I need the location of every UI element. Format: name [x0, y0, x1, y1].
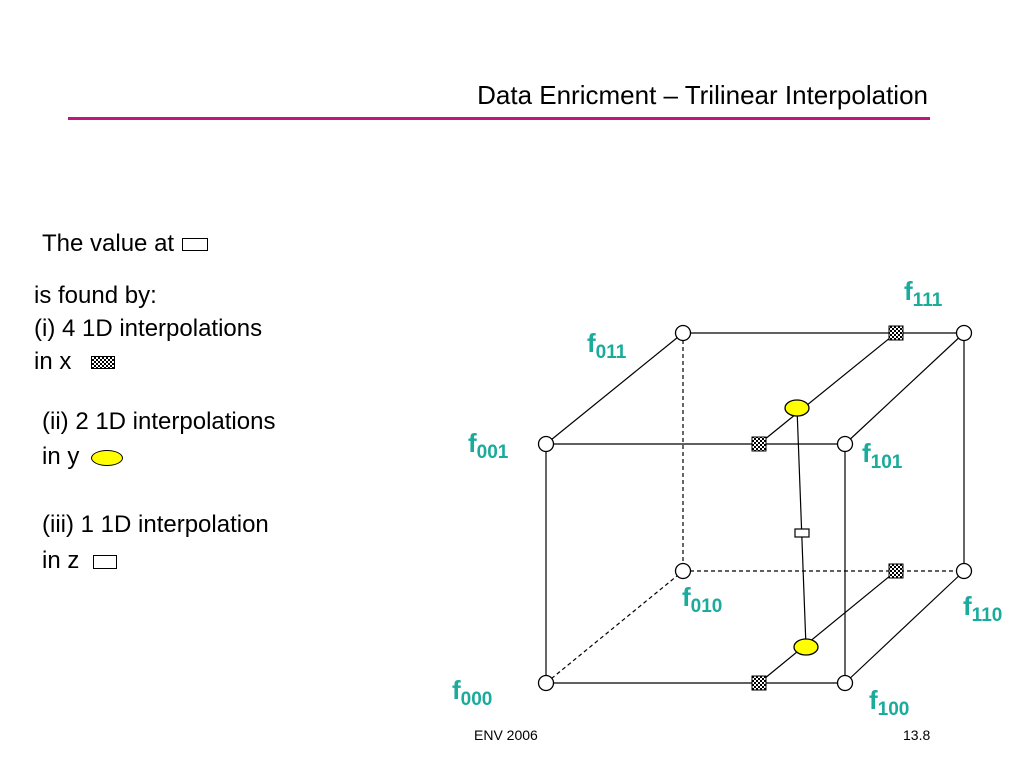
edge-top-right-depth [844, 332, 965, 445]
footer-left: ENV 2006 [474, 727, 538, 743]
x-marker-front-bottom [751, 675, 767, 691]
label-f000: f000 [452, 675, 492, 710]
x-marker-front-top [751, 436, 767, 452]
title-underline [68, 117, 930, 120]
step3-line1: (iii) 1 1D interpolation [42, 511, 269, 538]
node-f111 [955, 324, 973, 342]
checkered-box-icon [91, 356, 116, 370]
yellow-ellipse-icon [91, 449, 124, 466]
node-f001 [537, 435, 555, 453]
label-f111: f111 [904, 276, 943, 311]
step3-line2: in z [42, 547, 80, 574]
value-at-text: The value at [42, 230, 175, 257]
y-marker-top [784, 399, 810, 417]
step1-line2-row: in x [34, 345, 116, 378]
edge-bottom-right-depth [844, 570, 965, 684]
step3-line2-row: in z [42, 544, 118, 577]
node-f000 [537, 674, 555, 692]
interp-line-bottom-y [758, 570, 897, 684]
interp-line-top-y [758, 332, 897, 445]
step1-line2: in x [34, 348, 72, 375]
node-f110 [955, 562, 973, 580]
label-f011: f011 [587, 328, 627, 363]
step2-line2-row: in y [42, 440, 124, 473]
y-marker-bottom [793, 638, 819, 656]
label-f100: f100 [869, 685, 909, 720]
footer-page-number: 13.8 [903, 727, 931, 743]
step2-line1: (ii) 2 1D interpolations [42, 408, 276, 435]
step2-line2: in y [42, 443, 80, 470]
interp-line-z [796, 407, 807, 648]
z-box-icon [93, 554, 118, 569]
label-f110: f110 [963, 591, 1002, 626]
found-by-text: is found by: [34, 282, 157, 309]
node-f010 [674, 562, 692, 580]
x-marker-back-bottom [888, 563, 904, 579]
node-f011 [674, 324, 692, 342]
x-marker-back-top [888, 325, 904, 341]
label-f001: f001 [468, 428, 509, 463]
node-f100 [836, 674, 854, 692]
node-f101 [836, 435, 854, 453]
edge-top-left-depth [545, 332, 684, 445]
label-f101: f101 [862, 438, 903, 473]
slide-title: Data Enricment – Trilinear Interpolation [477, 80, 928, 110]
step1-line1: (i) 4 1D interpolations [34, 315, 263, 342]
edge-hidden-left-depth [545, 570, 684, 684]
label-f010: f010 [682, 582, 722, 617]
z-result-box-icon [182, 238, 209, 252]
value-at-line: The value at [42, 227, 209, 260]
z-marker [794, 528, 810, 538]
